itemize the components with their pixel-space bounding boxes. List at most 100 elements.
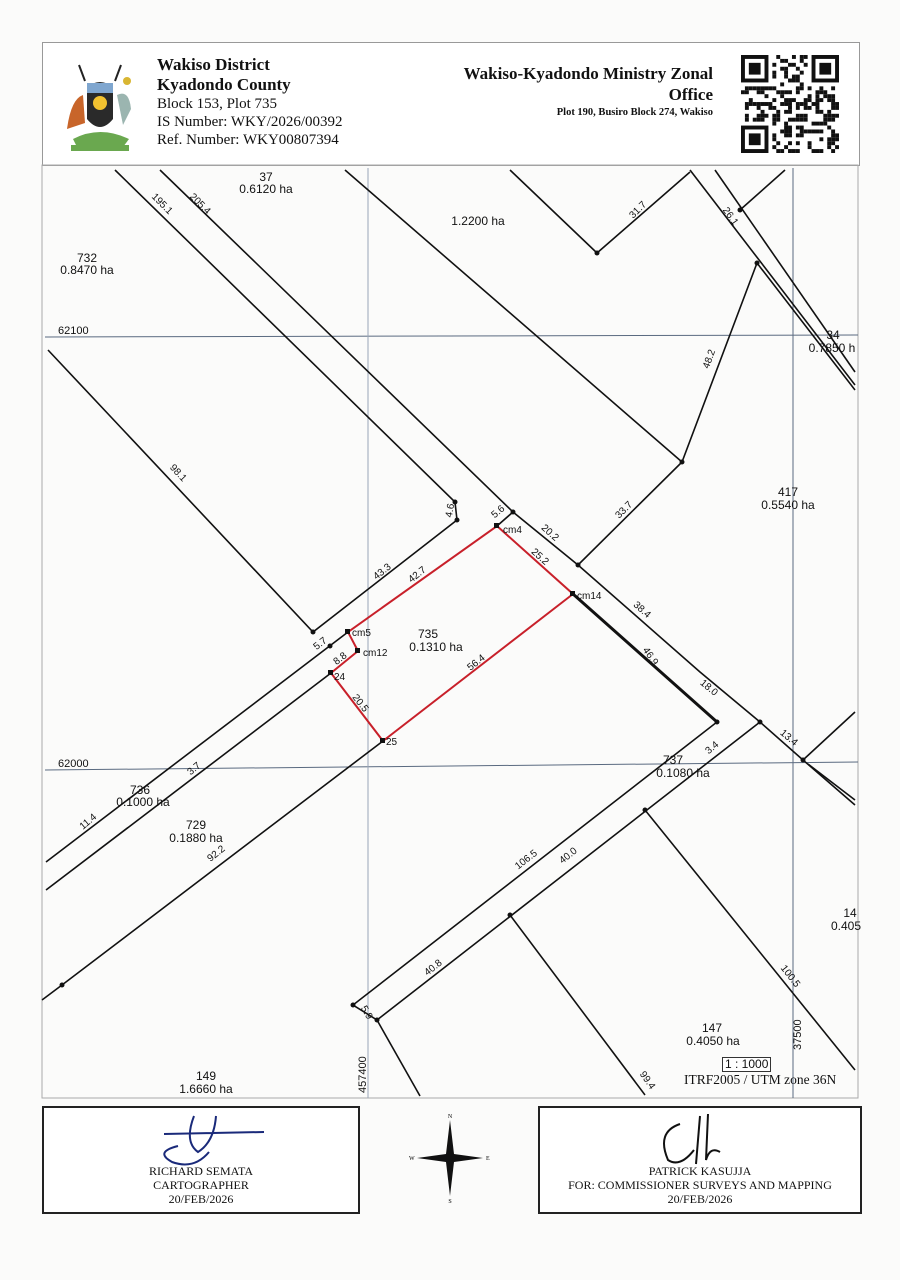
boundary [351, 593, 761, 1021]
length-label: 5.9 [358, 1004, 375, 1022]
beacon-24 [328, 670, 333, 675]
map-scale: 1 : 1000 [722, 1057, 772, 1072]
length-label: 40.0 [557, 845, 579, 866]
parcel-number: 736 [130, 783, 150, 797]
parcel-boundaries [41, 169, 856, 1097]
point-label: cm12 [363, 648, 388, 659]
header: Wakiso District Kyadondo County Block 15… [42, 42, 860, 166]
length-label: 106.5 [513, 848, 540, 872]
county-name: Kyadondo County [157, 75, 291, 94]
parcel-number: 149 [196, 1069, 216, 1083]
compass-rose-icon: N S W E [409, 1114, 490, 1204]
parcel-area: 0.7850 h [809, 341, 856, 355]
parcel-number: 14 [843, 906, 857, 920]
boundary [344, 169, 856, 464]
grid-lines [44, 168, 859, 1098]
beacons [59, 207, 806, 1023]
compass-e: E [486, 1156, 490, 1162]
qr-code-icon [741, 55, 839, 153]
length-label: 3.7 [186, 760, 204, 778]
parcel-area: 0.1080 ha [656, 766, 710, 780]
point-label: cm5 [352, 628, 371, 639]
map-frame [41, 164, 859, 1099]
commissioner-date: 20/FEB/2026 [667, 1192, 733, 1206]
beacon [59, 982, 65, 988]
cartographer-role: CARTOGRAPHER [153, 1178, 249, 1192]
commissioner-signature-block: PATRICK KASUJJA FOR: COMMISSIONER SURVEY… [538, 1106, 862, 1214]
beacon [327, 643, 333, 649]
boundary [802, 711, 856, 761]
boundary [644, 809, 856, 1071]
boundary [47, 169, 458, 634]
beacon [594, 250, 600, 256]
point-label: 25 [386, 737, 398, 748]
length-label: 205.4 [187, 191, 213, 217]
coat-of-arms-icon [67, 64, 131, 151]
grid-label-37500: 37500 [792, 1019, 804, 1050]
parcel-area: 1.6660 ha [179, 1082, 233, 1096]
beacon [374, 1017, 380, 1023]
boundary [376, 1019, 421, 1097]
length-label: 38.4 [631, 600, 653, 621]
beacon [454, 517, 460, 523]
is-number: IS Number: WKY/2026/00392 [157, 114, 343, 130]
beacon-cm14 [570, 591, 575, 596]
office-address: Plot 190, Busiro Block 274, Wakiso [556, 107, 713, 118]
subject-parcel-area: 0.1310 ha [409, 640, 463, 654]
parcel-area: 0.1880 ha [169, 831, 223, 845]
grid-line-62100 [44, 334, 859, 338]
beacon [575, 562, 581, 568]
cartographer-name: RICHARD SEMATA [148, 1164, 254, 1178]
parcel-labels: 735 0.1310 ha 37 0.6120 ha 1.2200 ha 732… [60, 170, 861, 1096]
length-label: 48.2 [701, 348, 718, 370]
length-label: 20.5 [350, 692, 371, 714]
parcel-area: 0.8470 ha [60, 263, 114, 277]
point-label: 24 [334, 672, 346, 683]
length-label: 26.1 [720, 205, 740, 228]
length-label: 43.3 [371, 561, 393, 582]
signature-image [663, 1113, 721, 1165]
beacon [642, 807, 648, 813]
beacon [757, 719, 763, 725]
grid-label-62000: 62000 [58, 758, 89, 770]
length-label: 195.1 [149, 191, 175, 217]
parcel-area: 1.2200 ha [451, 214, 505, 228]
boundary [509, 169, 691, 255]
length-label: 100.5 [778, 963, 802, 990]
boundary [689, 169, 856, 386]
boundary [496, 511, 514, 527]
length-label: 4.6 [444, 502, 457, 518]
beacon [737, 207, 743, 213]
parcel-number: 732 [77, 251, 97, 265]
compass-n: N [448, 1114, 453, 1120]
beacon [310, 629, 316, 635]
boundary [577, 461, 683, 566]
boundary [45, 672, 332, 891]
beacon [754, 260, 760, 266]
beacon [510, 509, 516, 515]
length-label: 56.4 [465, 652, 487, 673]
grid-label-62100: 62100 [58, 325, 89, 337]
parcel-area: 0.4050 ha [686, 1034, 740, 1048]
projection-label: ITRF2005 / UTM zone 36N [684, 1072, 837, 1087]
compass-s: S [448, 1199, 451, 1204]
length-label: 13.4 [778, 728, 800, 749]
compass-w: W [409, 1156, 415, 1162]
district-info: Wakiso District Kyadondo County Block 15… [157, 55, 343, 149]
beacon [800, 757, 806, 763]
grid-label-457400: 457400 [357, 1056, 369, 1093]
parcel-area: 0.1000 ha [116, 795, 170, 809]
boundary [739, 169, 786, 211]
beacon [350, 1002, 356, 1008]
length-label: 20.2 [539, 523, 561, 544]
beacon-cm5 [345, 629, 350, 634]
length-label: 33.7 [613, 499, 635, 521]
length-label: 5.7 [312, 635, 330, 652]
parcel-area: 0.5540 ha [761, 498, 815, 512]
boundary [509, 914, 646, 1096]
ref-number: Ref. Number: WKY00807394 [157, 132, 339, 148]
boundary [159, 169, 856, 806]
beacon-cm4 [494, 523, 499, 528]
beacon-cm12 [355, 648, 360, 653]
